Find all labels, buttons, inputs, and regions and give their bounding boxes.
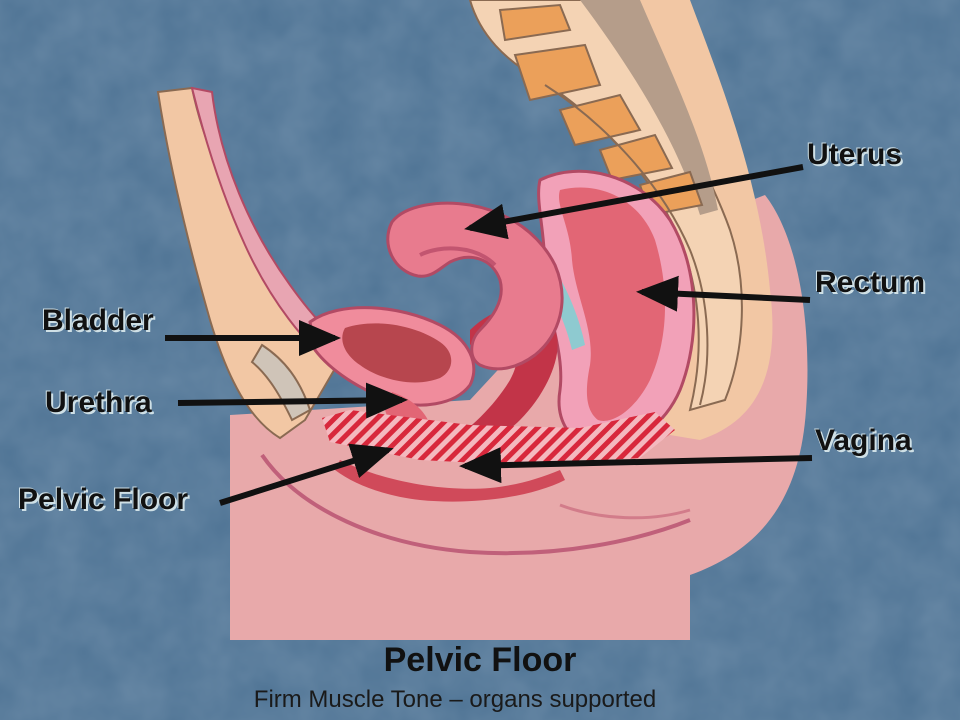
vertebra-1 [498,3,572,42]
arrow-uterus [464,164,804,240]
peritoneal-space [495,215,585,350]
label-uterus: Uterus [807,138,903,171]
sacrum-outline [544,84,709,406]
vertebra-3 [558,93,642,147]
diagram-subtitle: Firm Muscle Tone – organs supported [253,686,657,713]
buttock-fold-line [260,453,691,556]
uterine-cavity [419,246,497,267]
perineum [335,460,565,502]
pelvic-floor-muscle [322,410,675,465]
arrow-rectum [636,275,811,312]
arrow-vagina [459,447,813,484]
label-urethra: Urethra [45,386,152,419]
bladder-lumen [342,323,452,383]
label-vagina: Vagina [815,424,912,457]
spine-shadow-band [580,0,718,215]
arrow-pelvic-floor [219,443,394,506]
lower-skin-fold [559,503,691,520]
label-rectum: Rectum [815,266,926,299]
arrow-urethra [177,382,408,419]
label-bladder: Bladder [42,304,154,337]
vertebra-2 [513,43,602,102]
diagram-title: Pelvic Floor [383,641,577,679]
label-pelvic-floor: Pelvic Floor [18,483,189,516]
rectum-inner [558,187,666,421]
